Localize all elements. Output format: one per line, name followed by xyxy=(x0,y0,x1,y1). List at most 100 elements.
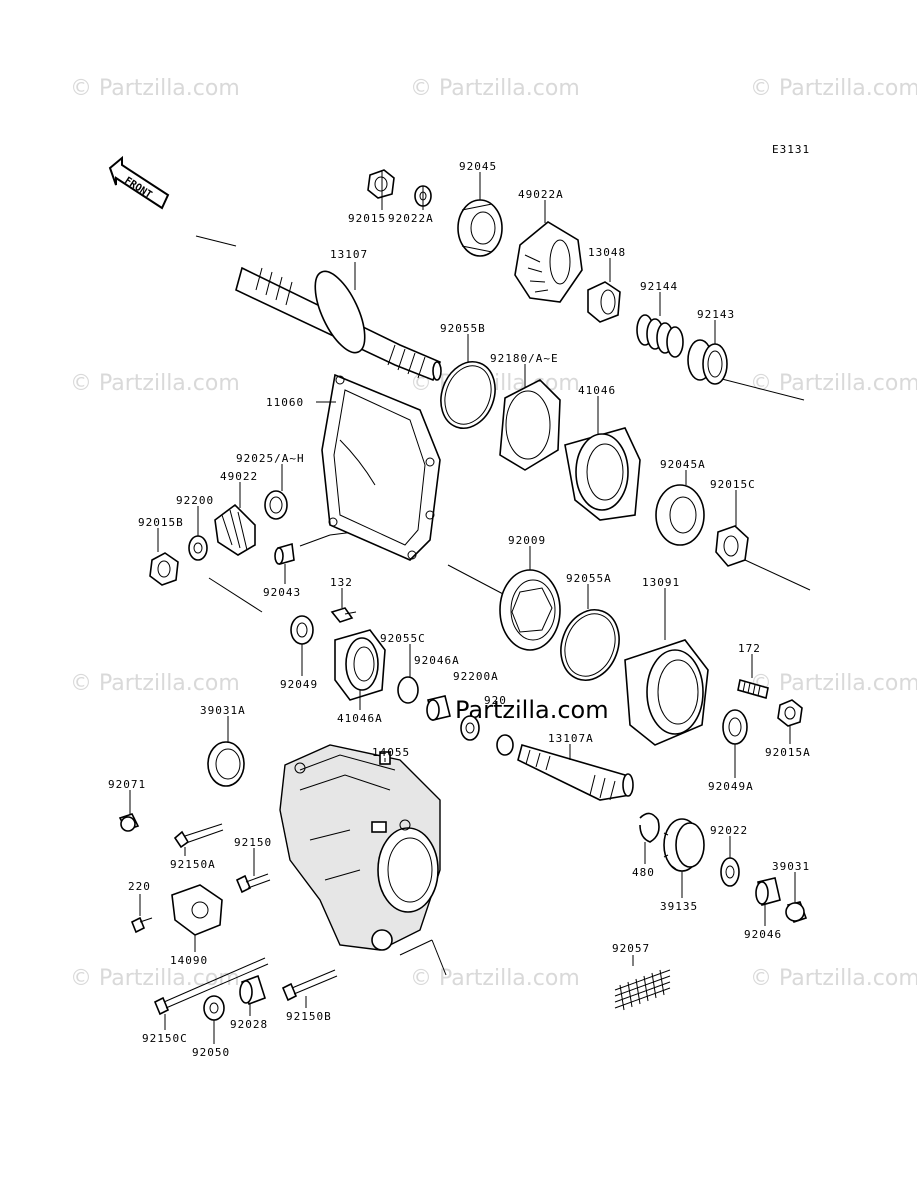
circlip-920-icon xyxy=(496,734,514,756)
label-92055B: 92055B xyxy=(440,322,486,335)
bolt-132-icon xyxy=(330,607,357,623)
bolt-92150C-icon xyxy=(153,957,269,1016)
label-92143: 92143 xyxy=(697,308,735,321)
watermark-8: © Partzilla.com xyxy=(750,671,917,696)
o-ring-92055C-icon xyxy=(397,676,419,704)
label-92022: 92022 xyxy=(710,824,748,837)
label-480: 480 xyxy=(632,866,655,879)
bearing-92045-icon xyxy=(457,199,503,257)
bearing-92046A-icon xyxy=(426,695,451,721)
shaft-13107A-icon xyxy=(517,744,634,801)
label-39031: 39031 xyxy=(772,860,810,873)
label-92028: 92028 xyxy=(230,1018,268,1031)
pin-92043-icon xyxy=(274,542,295,566)
circlip-480-icon xyxy=(639,812,660,843)
label-92055C: 92055C xyxy=(380,632,426,645)
label-49022A: 49022A xyxy=(518,188,564,201)
label-172: 172 xyxy=(738,642,761,655)
nut-92015A-icon xyxy=(777,699,803,727)
label-92150A: 92150A xyxy=(170,858,216,871)
nut-92015C-icon xyxy=(715,525,749,567)
bolt-92150-icon xyxy=(235,873,271,894)
watermark-3: © Partzilla.com xyxy=(750,76,917,101)
label-92045A: 92045A xyxy=(660,458,706,471)
bolt-92150B-icon xyxy=(281,969,338,1002)
label-92046: 92046 xyxy=(744,928,782,941)
housing-41046A-icon xyxy=(334,629,386,701)
label-92022A: 92022A xyxy=(388,212,434,225)
shims-92057-icon xyxy=(614,969,671,1011)
label-92009: 92009 xyxy=(508,534,546,547)
label-92180: 92180/A~E xyxy=(490,352,559,365)
o-ring-92055B-icon xyxy=(440,361,496,429)
housing-41046-icon xyxy=(564,427,641,521)
collar-92028-icon xyxy=(239,974,266,1006)
nut-92071-icon xyxy=(118,813,140,832)
label-41046A: 41046A xyxy=(337,712,383,725)
watermark-6: © Partzilla.com xyxy=(750,371,917,396)
nut-92015B-icon xyxy=(149,552,179,586)
label-920: 920 xyxy=(484,694,507,707)
label-92055A: 92055A xyxy=(566,572,612,585)
bevel-gear-49022A-icon xyxy=(514,221,583,303)
watermark-7: © Partzilla.com xyxy=(70,671,240,696)
label-13107A: 13107A xyxy=(548,732,594,745)
spring-92144-icon xyxy=(636,314,684,358)
label-92071: 92071 xyxy=(108,778,146,791)
housing-13091-icon xyxy=(624,639,709,746)
guide-lines xyxy=(195,235,811,976)
label-41046: 41046 xyxy=(578,384,616,397)
label-14055: 14055 xyxy=(372,746,410,759)
part-labels: 92015 92022A 92045 49022A 13048 13107 92… xyxy=(108,160,811,1059)
washer-92022-icon xyxy=(720,857,740,887)
label-13048: 13048 xyxy=(588,246,626,259)
coupling-13048-icon xyxy=(587,281,621,323)
washer-92200-icon xyxy=(188,535,208,561)
watermark-11: © Partzilla.com xyxy=(750,966,917,991)
label-92200A: 92200A xyxy=(453,670,499,683)
label-92015B: 92015B xyxy=(138,516,184,529)
cap-39031-icon xyxy=(785,901,808,924)
watermark-10: © Partzilla.com xyxy=(410,966,580,991)
gasket-11060-icon xyxy=(321,373,441,561)
diagram-code: E3131 xyxy=(772,143,810,156)
label-132: 132 xyxy=(330,576,353,589)
leader-lines xyxy=(129,170,796,1044)
washer-92050-icon xyxy=(203,995,225,1021)
label-92015A: 92015A xyxy=(765,746,811,759)
label-49022: 49022 xyxy=(220,470,258,483)
spacer-92025-icon xyxy=(264,490,288,520)
watermark-1: © Partzilla.com xyxy=(70,76,240,101)
label-92015C: 92015C xyxy=(710,478,756,491)
label-14090: 14090 xyxy=(170,954,208,967)
collar-92143-icon xyxy=(687,339,728,385)
label-92144: 92144 xyxy=(640,280,678,293)
bolt-220-icon xyxy=(130,916,153,934)
bearing-92045A-icon xyxy=(655,484,705,546)
front-arrow-icon: FRONT xyxy=(108,155,170,210)
bearing-92046-icon xyxy=(755,877,781,907)
label-92057: 92057 xyxy=(612,942,650,955)
label-92049A: 92049A xyxy=(708,780,754,793)
label-92045: 92045 xyxy=(459,160,497,173)
watermark-2: © Partzilla.com xyxy=(410,76,580,101)
label-92025: 92025/A~H xyxy=(236,452,305,465)
seal-92049A-icon xyxy=(722,709,748,745)
shim-92180-icon xyxy=(499,379,561,471)
watermark-center: Partzilla.com xyxy=(455,696,609,724)
label-13091: 13091 xyxy=(642,576,680,589)
label-92049: 92049 xyxy=(280,678,318,691)
o-ring-92055A-icon xyxy=(560,609,620,681)
label-92050: 92050 xyxy=(192,1046,230,1059)
label-39031A: 39031A xyxy=(200,704,246,717)
label-92046A: 92046A xyxy=(414,654,460,667)
label-39135: 39135 xyxy=(660,900,698,913)
label-13107: 13107 xyxy=(330,248,368,261)
cap-39031A-icon xyxy=(207,741,245,787)
bolt-92150A-icon xyxy=(173,823,224,849)
nut-92015-icon xyxy=(367,169,395,199)
washer-92200A-icon xyxy=(460,715,480,741)
gear-39135-icon xyxy=(663,818,705,872)
seal-92049-icon xyxy=(290,615,314,645)
